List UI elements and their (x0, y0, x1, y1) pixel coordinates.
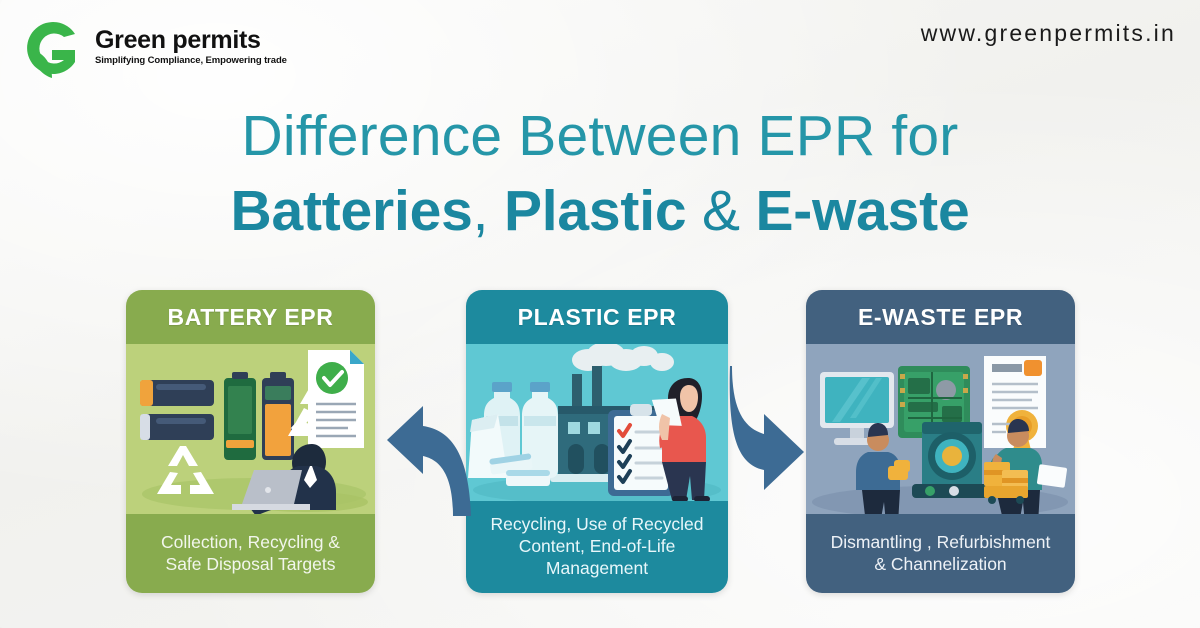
title-plastic: Plastic (503, 179, 687, 243)
battery-standing-icon (224, 372, 294, 460)
card-battery-caption: Collection, Recycling & Safe Disposal Ta… (126, 514, 375, 593)
smoke-icon (572, 344, 674, 371)
person-laptop-icon (232, 444, 368, 514)
page-title-line2: Batteries, Plastic & E-waste (0, 183, 1200, 240)
card-ewaste-epr[interactable]: E-WASTE EPR (806, 290, 1075, 593)
clipboard-checklist-icon (608, 404, 674, 496)
card-ewaste-caption: Dismantling , Refurbishment & Channeliza… (806, 514, 1075, 593)
brand-logo[interactable]: Green permits Simplifying Compliance, Em… (18, 14, 287, 82)
website-url[interactable]: www.greenpermits.in (920, 20, 1176, 46)
curved-arrow-up-icon (383, 398, 479, 516)
card-ewaste-heading: E-WASTE EPR (806, 290, 1075, 344)
card-battery-illustration (126, 344, 375, 514)
title-ampersand: & (701, 179, 740, 243)
green-permits-g-logo-icon (18, 14, 86, 82)
title-ewaste: E-waste (755, 179, 970, 243)
card-plastic-illustration (466, 344, 728, 501)
person-woman-icon (651, 378, 710, 501)
epr-cards-row: BATTERY EPR (0, 290, 1200, 595)
page-title-line1: Difference Between EPR for (241, 104, 959, 168)
brand-name: Green permits (95, 26, 261, 55)
crates-icon (984, 462, 1028, 504)
plastic-packaging-icon (468, 414, 550, 486)
circuit-board-icon (898, 366, 970, 438)
worker-left-icon (856, 423, 910, 514)
card-battery-epr[interactable]: BATTERY EPR (126, 290, 375, 593)
title-comma: , (472, 179, 489, 243)
monitor-icon (820, 372, 894, 445)
title-batteries: Batteries (230, 179, 473, 243)
card-plastic-caption: Recycling, Use of Recycled Content, End-… (466, 501, 728, 593)
card-plastic-heading: PLASTIC EPR (466, 290, 728, 344)
card-battery-heading: BATTERY EPR (126, 290, 375, 344)
recycle-symbol-small-icon (157, 446, 214, 494)
card-plastic-epr[interactable]: PLASTIC EPR (466, 290, 728, 593)
brand-tagline: Simplifying Compliance, Empowering trade (95, 55, 287, 67)
curved-arrow-down-icon (722, 366, 822, 492)
card-ewaste-illustration (806, 344, 1075, 514)
recycling-machine-icon (912, 422, 992, 498)
certificate-icon (308, 350, 364, 448)
battery-cylinder-icon (140, 380, 214, 440)
